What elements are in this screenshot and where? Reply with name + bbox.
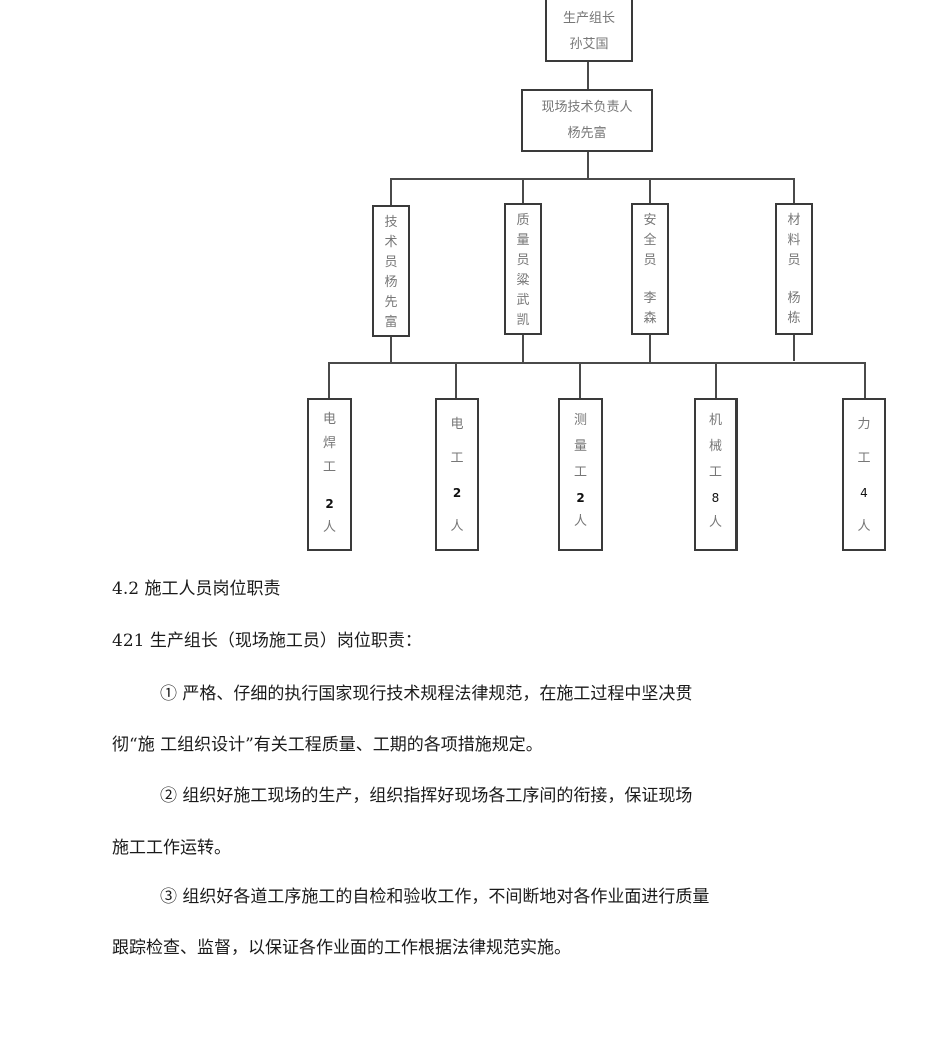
item-2-line-1: ② 组织好施工现场的生产，组织指挥好现场各工序间的衔接，保证现场 bbox=[160, 786, 693, 806]
production-leader-name: 孙艾国 bbox=[569, 37, 609, 52]
org-chart: 生产组长 孙艾国 现场技术负责人 杨先富 技 术 员 杨 先 富 质 量 员 粱… bbox=[307, 0, 886, 551]
connector-staff-4-up bbox=[793, 178, 795, 203]
staff-box-technician: 技 术 员 杨 先 富 bbox=[372, 205, 410, 337]
production-leader-title: 生产组长 bbox=[562, 11, 615, 26]
tech-lead-box: 现场技术负责人 杨先富 bbox=[521, 89, 653, 152]
staff-box-quality: 质 量 员 粱 武 凯 bbox=[504, 203, 542, 335]
worker-count: 2 bbox=[452, 486, 462, 500]
worker-box-welder: 电 焊 工 2 人 bbox=[307, 398, 352, 551]
connector-top bbox=[587, 62, 589, 90]
connector-lead-down bbox=[587, 151, 589, 179]
worker-box-mechanic: 机 械 工 8 人 bbox=[694, 398, 738, 551]
worker-count: 2 bbox=[576, 491, 585, 505]
staff-box-materials: 材 料 员 杨 栋 bbox=[775, 203, 813, 335]
connector-worker-4-up bbox=[715, 362, 717, 398]
connector-staff-3-up bbox=[649, 178, 651, 203]
tech-lead-name: 杨先富 bbox=[567, 126, 607, 141]
connector-worker-1-up bbox=[328, 362, 330, 398]
worker-box-laborer: 力 工 4 人 bbox=[842, 398, 886, 551]
staff-box-safety: 安 全 员 李 森 bbox=[631, 203, 669, 335]
connector-worker-2-up bbox=[455, 362, 457, 398]
worker-count: 2 bbox=[325, 497, 334, 511]
item-3-line-2: 跟踪检查、监督，以保证各作业面的工作根据法律规范实施。 bbox=[112, 938, 571, 958]
production-leader-box: 生产组长 孙艾国 bbox=[545, 0, 633, 62]
section-heading: 4.2 施工人员岗位职责 bbox=[112, 579, 281, 599]
connector-staff-1-up bbox=[390, 178, 392, 205]
worker-count: 8 bbox=[711, 491, 720, 505]
tech-lead-title: 现场技术负责人 bbox=[541, 100, 633, 115]
worker-box-electrician: 电 工 2 人 bbox=[435, 398, 479, 551]
connector-staff-2-down bbox=[522, 334, 524, 363]
connector-worker-5-up bbox=[864, 362, 866, 398]
worker-box-surveyor: 测 量 工 2 人 bbox=[558, 398, 603, 551]
item-3-line-1: ③ 组织好各道工序施工的自检和验收工作，不间断地对各作业面进行质量 bbox=[160, 887, 710, 907]
item-2-line-2: 施工工作运转。 bbox=[112, 838, 231, 858]
connector-level3-bar bbox=[328, 362, 866, 364]
connector-staff-1-down bbox=[390, 336, 392, 363]
subsection-heading: 421 生产组长（现场施工员）岗位职责： bbox=[112, 631, 422, 651]
worker-count: 4 bbox=[860, 486, 868, 500]
connector-level2-bar bbox=[390, 178, 795, 180]
connector-staff-2-up bbox=[522, 178, 524, 203]
connector-staff-4-down bbox=[793, 334, 795, 361]
connector-worker-3-up bbox=[579, 362, 581, 398]
item-1-line-2: 彻“施 工组织设计”有关工程质量、工期的各项措施规定。 bbox=[112, 735, 543, 755]
item-1-line-1: ① 严格、仔细的执行国家现行技术规程法律规范，在施工过程中坚决贯 bbox=[160, 684, 693, 704]
connector-staff-3-down bbox=[649, 334, 651, 362]
